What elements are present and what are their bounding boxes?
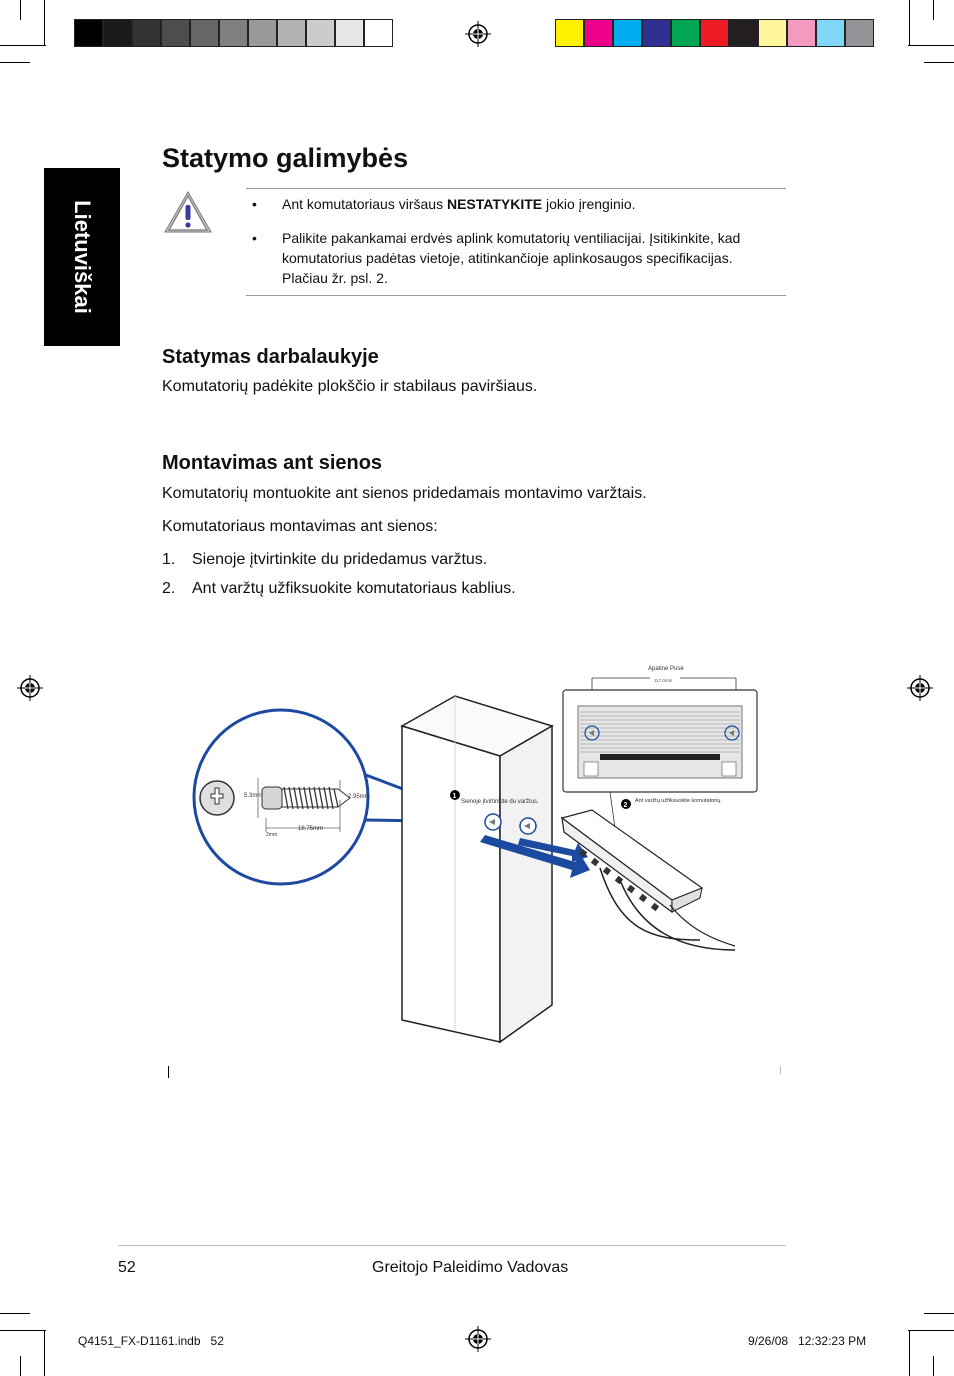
callout-1-number: 1 xyxy=(453,793,457,800)
wall-intro: Komutatorių montuokite ant sienos prided… xyxy=(162,485,647,502)
date-slug: 9/26/08 12:32:23 PM xyxy=(748,1334,867,1348)
registration-mark-icon xyxy=(17,675,43,701)
desk-heading: Statymas darbalaukyje xyxy=(162,346,379,368)
step-item: 2.Ant varžtų užfiksuokite komutatoriaus … xyxy=(162,580,516,597)
color-swatch xyxy=(584,19,613,47)
crop-mark xyxy=(20,1356,21,1376)
guide-title: Greitojo Paleidimo Vadovas xyxy=(372,1259,569,1276)
notice-top-rule xyxy=(246,188,786,189)
crop-mark xyxy=(924,62,954,63)
notice-bottom-rule xyxy=(246,295,786,296)
color-swatch xyxy=(613,19,642,47)
callout-1-text: Sienoje įtvirtinkite du varžtus. xyxy=(461,799,539,805)
language-label: Lietuviškai xyxy=(70,200,95,314)
color-swatch xyxy=(729,19,758,47)
bottom-side-label: Apatinė Pusė xyxy=(648,666,684,672)
gray-swatch xyxy=(306,19,335,47)
crop-mark xyxy=(908,45,954,46)
step-item: 1.Sienoje įtvirtinkite du pridedamus var… xyxy=(162,551,488,568)
crop-mark xyxy=(909,1330,910,1376)
registration-mark-icon xyxy=(465,21,491,47)
color-swatch xyxy=(700,19,729,47)
color-swatch xyxy=(758,19,787,47)
spacing-label: 117.0mm xyxy=(654,678,673,683)
warning-triangle-icon xyxy=(164,190,212,233)
color-swatch xyxy=(787,19,816,47)
crop-mark xyxy=(933,1356,934,1376)
color-swatch xyxy=(671,19,700,47)
gray-swatch xyxy=(161,19,190,47)
crop-mark xyxy=(924,1313,954,1314)
crop-mark xyxy=(20,0,21,20)
crop-mark xyxy=(0,45,46,46)
crop-mark xyxy=(44,1330,45,1376)
color-swatch xyxy=(816,19,845,47)
gray-swatch xyxy=(132,19,161,47)
screw-neck-dim: 2mm xyxy=(266,832,277,838)
registration-mark-icon xyxy=(465,1326,491,1352)
gray-swatch xyxy=(103,19,132,47)
crop-mark xyxy=(909,0,910,46)
gray-swatch xyxy=(335,19,364,47)
file-slug: Q4151_FX-D1161.indb 52 xyxy=(78,1334,224,1348)
desk-text: Komutatorių padėkite plokščio ir stabila… xyxy=(162,378,538,395)
crop-mark xyxy=(0,62,30,63)
wall-mount-illustration: 5.3mm 2.95mm 18.75mm 2mm 1 Sienoje įtvir… xyxy=(192,666,758,1044)
color-bar xyxy=(555,19,874,47)
screw-thread-dim: 2.95mm xyxy=(348,794,370,800)
gray-swatch xyxy=(219,19,248,47)
screw-length-dim: 18.75mm xyxy=(298,826,323,832)
wall-lead: Komutatoriaus montavimas ant sienos: xyxy=(162,518,438,535)
crop-mark xyxy=(0,1330,46,1331)
notice-item: Ant komutatoriaus viršaus NESTATYKITE jo… xyxy=(252,194,782,214)
notice-item: Palikite pakankamai erdvės aplink komuta… xyxy=(252,228,782,288)
gray-swatch xyxy=(277,19,306,47)
color-swatch xyxy=(642,19,671,47)
footer-rule xyxy=(118,1245,786,1246)
color-swatch xyxy=(845,19,874,47)
wall-heading: Montavimas ant sienos xyxy=(162,452,383,474)
gray-swatch xyxy=(364,19,393,47)
language-side-tab: Lietuviškai xyxy=(44,168,120,346)
page-title: Statymo galimybės xyxy=(162,143,409,173)
page-number: 52 xyxy=(118,1259,136,1276)
callout-2-text: Ant varžtų užfiksuokite komutatorių. xyxy=(635,798,722,804)
crop-mark xyxy=(0,1313,30,1314)
crop-mark xyxy=(933,0,934,20)
grayscale-bar xyxy=(74,19,393,47)
registration-mark-icon xyxy=(907,675,933,701)
notice-list: Ant komutatoriaus viršaus NESTATYKITE jo… xyxy=(252,194,782,302)
crop-mark xyxy=(44,0,45,46)
gray-swatch xyxy=(74,19,103,47)
crop-mark xyxy=(908,1330,954,1331)
gray-swatch xyxy=(248,19,277,47)
gray-swatch xyxy=(190,19,219,47)
color-swatch xyxy=(555,19,584,47)
crop-mark xyxy=(168,1066,169,1078)
screw-head-dim: 5.3mm xyxy=(244,793,262,799)
crop-mark xyxy=(780,1066,781,1074)
notice-emphasis: NESTATYKITE xyxy=(446,196,543,212)
callout-2-number: 2 xyxy=(624,802,628,809)
